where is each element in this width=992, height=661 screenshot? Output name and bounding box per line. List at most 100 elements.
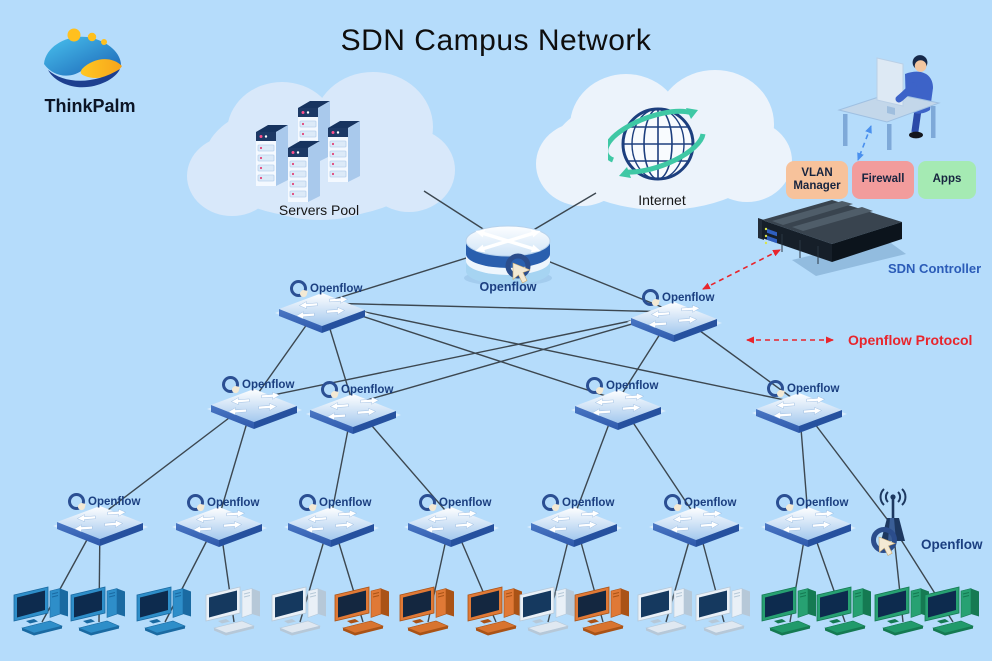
openflow-switch-dist1 xyxy=(207,389,302,429)
openflow-switch-label: Openflow xyxy=(319,496,372,509)
server-tower-icon xyxy=(328,121,360,182)
badge-core2: Openflow xyxy=(642,289,714,306)
internet-label: Internet xyxy=(638,192,686,208)
badge-acc3: Openflow xyxy=(299,494,371,511)
computer-icon-orange xyxy=(399,586,454,636)
internet-cloud: Internet xyxy=(536,70,792,210)
openflow-switch-label: Openflow xyxy=(796,496,849,509)
openflow-ring-icon xyxy=(419,494,436,511)
link-core1-dist3 xyxy=(321,302,619,401)
computer-icon-green xyxy=(924,586,979,636)
badge-core1: Openflow xyxy=(290,280,362,297)
badge-dist3: Openflow xyxy=(586,377,658,394)
openflow-switch-label: Openflow xyxy=(207,496,260,509)
server-tower-icon xyxy=(256,125,288,186)
openflow-switch-label: Openflow xyxy=(439,496,492,509)
rack-server-icon xyxy=(758,200,906,276)
openflow-switch-acc1 xyxy=(53,506,148,546)
openflow-ring-icon xyxy=(767,380,784,397)
badge-acc1: Openflow xyxy=(68,493,140,510)
sdn-controller-label: SDN Controller xyxy=(888,261,982,276)
openflow-ring-icon xyxy=(299,494,316,511)
computer-icon-white xyxy=(695,586,750,636)
admin-desk-icon xyxy=(837,55,941,150)
openflow-switch-label: Openflow xyxy=(606,379,659,392)
ap-openflow-label: Openflow xyxy=(921,537,983,552)
servers-pool-cloud: Servers Pool xyxy=(187,72,455,220)
openflow-ring-icon xyxy=(586,377,603,394)
computer-icon-green xyxy=(874,586,929,636)
wireless-ap-icon xyxy=(871,488,907,556)
computer-icon-white xyxy=(519,586,574,636)
link-core2-dist2 xyxy=(352,311,675,405)
computer-icon-blue xyxy=(13,586,68,636)
computer-icon-white xyxy=(271,586,326,636)
globe-icon xyxy=(608,107,706,181)
badge-dist4: Openflow xyxy=(767,380,839,397)
brand-name: ThinkPalm xyxy=(44,96,136,116)
computer-icon-orange xyxy=(574,586,629,636)
protocol-arrow-blue xyxy=(857,125,872,161)
openflow-ring-icon xyxy=(222,376,239,393)
openflow-ring-icon xyxy=(321,381,338,398)
badge-acc2: Openflow xyxy=(187,494,259,511)
openflow-ring-icon xyxy=(290,280,307,297)
apps-box: Apps xyxy=(918,161,976,199)
router-openflow-label: Openflow xyxy=(479,280,537,294)
thinkpalm-logo-icon xyxy=(44,28,122,88)
computer-icon-blue xyxy=(70,586,125,636)
openflow-ring-icon xyxy=(187,494,204,511)
computer-icon-blue xyxy=(136,586,191,636)
badge-acc6: Openflow xyxy=(664,494,736,511)
openflow-switch-acc6 xyxy=(649,507,744,547)
openflow-switch-label: Openflow xyxy=(341,383,394,396)
openflow-switch-dist4 xyxy=(752,393,847,433)
openflow-switch-acc3 xyxy=(284,507,379,547)
firewall-box: Firewall xyxy=(852,161,914,199)
openflow-ring-icon xyxy=(776,494,793,511)
badge-dist2: Openflow xyxy=(321,381,393,398)
link-core1-dist4 xyxy=(321,302,800,404)
openflow-switch-acc7 xyxy=(761,507,856,547)
page-title: SDN Campus Network xyxy=(340,24,652,57)
openflow-ring-icon xyxy=(542,494,559,511)
computer-icon-orange xyxy=(467,586,522,636)
openflow-switch-label: Openflow xyxy=(242,378,295,391)
openflow-switch-acc5 xyxy=(527,507,622,547)
openflow-switch-core1 xyxy=(275,293,370,333)
openflow-switch-label: Openflow xyxy=(562,496,615,509)
openflow-protocol-label: Openflow Protocol xyxy=(848,332,973,348)
computer-icon-white xyxy=(637,586,692,636)
openflow-ring-icon xyxy=(68,493,85,510)
protocol-arrow-red xyxy=(702,249,781,290)
openflow-switch-label: Openflow xyxy=(310,282,363,295)
openflow-ring-icon xyxy=(664,494,681,511)
signal-waves-icon xyxy=(879,488,907,506)
badge-dist1: Openflow xyxy=(222,376,294,393)
computer-icon-white xyxy=(205,586,260,636)
openflow-switch-core2 xyxy=(627,302,722,342)
openflow-switch-dist2 xyxy=(306,394,401,434)
openflow-switch-acc2 xyxy=(172,507,267,547)
openflow-ring-icon xyxy=(642,289,659,306)
openflow-switch-label: Openflow xyxy=(88,495,141,508)
link-core1-core2 xyxy=(321,302,675,313)
computer-icon-green xyxy=(761,586,816,636)
openflow-switch-acc4 xyxy=(404,507,499,547)
openflow-switch-label: Openflow xyxy=(662,291,715,304)
server-tower-icon xyxy=(288,141,320,202)
servers-pool-label: Servers Pool xyxy=(278,202,360,218)
openflow-router-icon xyxy=(464,225,552,286)
openflow-switch-label: Openflow xyxy=(684,496,737,509)
computer-icon-orange xyxy=(334,586,389,636)
openflow-switch-dist3 xyxy=(571,390,666,430)
computer-icon-green xyxy=(816,586,871,636)
vlan-manager-box: VLAN Manager xyxy=(786,161,848,199)
badge-acc4: Openflow xyxy=(419,494,491,511)
thinkpalm-logo: ThinkPalm xyxy=(26,24,156,120)
badge-acc5: Openflow xyxy=(542,494,614,511)
openflow-switch-label: Openflow xyxy=(787,382,840,395)
